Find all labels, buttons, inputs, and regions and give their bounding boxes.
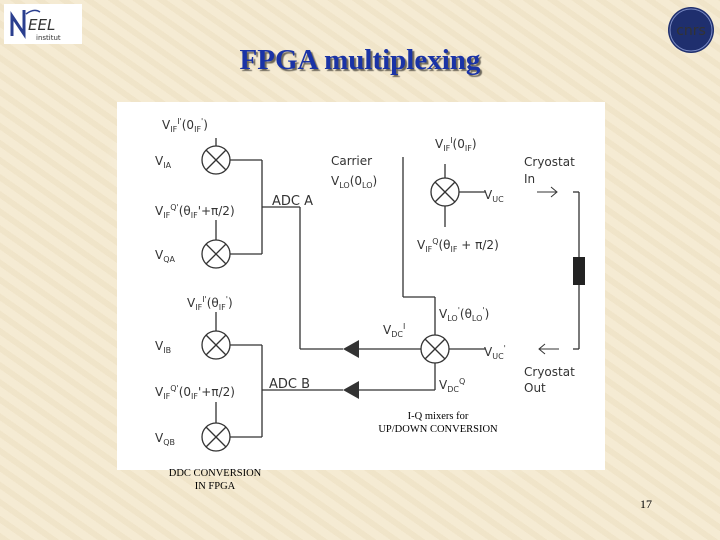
label-vif-i-mid: VIFI'(θIF') bbox=[187, 295, 233, 312]
label-vif-q-top: VIFQ'(θIF'+π/2) bbox=[155, 203, 235, 220]
adc-b-label: ADC B bbox=[269, 377, 310, 392]
cryostat-out-line2: Out bbox=[524, 381, 546, 395]
neel-institut-logo: EEL institut bbox=[4, 4, 82, 44]
label-vib: VIB bbox=[155, 339, 171, 355]
cryostat-out-line1: Cryostat bbox=[524, 365, 575, 379]
page-number: 17 bbox=[640, 497, 652, 511]
svg-text:institut: institut bbox=[36, 34, 61, 42]
ddc-caption-line1: DDC CONVERSION bbox=[168, 468, 262, 479]
label-vuc-prime: VUC' bbox=[484, 344, 506, 361]
cryostat-in-line1: Cryostat bbox=[524, 155, 575, 169]
label-vqa: VQA bbox=[155, 248, 176, 264]
label-vdc-q: VDCQ bbox=[439, 377, 465, 394]
mixer-dc bbox=[420, 334, 450, 364]
ddc-caption-line2: IN FPGA bbox=[194, 481, 236, 492]
label-vqb: VQB bbox=[155, 431, 175, 447]
cryostat-resistor bbox=[573, 257, 585, 285]
mixer-qa bbox=[201, 239, 231, 269]
cryostat-in-line2: In bbox=[524, 172, 535, 186]
mixer-uc bbox=[430, 177, 460, 207]
arrow-to-adc-b bbox=[343, 381, 359, 399]
ddc-caption: DDC CONVERSION IN FPGA bbox=[150, 467, 280, 493]
page-title: FPGA multiplexing bbox=[239, 44, 481, 76]
iq-mixer-diagram: ADC A ADC B Carrier Cryostat In Cryostat… bbox=[117, 102, 605, 470]
label-vif-i-right: VIFI(0IF) bbox=[435, 136, 477, 153]
arrow-to-adc-a bbox=[343, 340, 359, 358]
label-vuc: VUC bbox=[484, 188, 504, 204]
label-vlo-prime: VLO'(θLO') bbox=[439, 306, 489, 323]
svg-text:cnrs: cnrs bbox=[676, 23, 706, 39]
svg-text:EEL: EEL bbox=[28, 16, 55, 34]
label-vif-q-right: VIFQ(θIF + π/2) bbox=[417, 237, 499, 254]
adc-a-label: ADC A bbox=[272, 194, 313, 209]
label-vdc-i: VDCI bbox=[383, 322, 405, 339]
label-via: VIA bbox=[155, 154, 172, 170]
label-vif-q-mid: VIFQ'(0IF'+π/2) bbox=[155, 384, 235, 401]
mixer-qb bbox=[201, 422, 231, 452]
diagram-svg: ADC A ADC B Carrier Cryostat In Cryostat… bbox=[155, 117, 585, 452]
label-vlo: VLO(0LO) bbox=[331, 174, 377, 190]
iq-caption-line1: I-Q mixers for bbox=[407, 411, 469, 422]
mixer-ib bbox=[201, 330, 231, 360]
label-vif-i-top: VIFI'(0IF') bbox=[162, 117, 208, 134]
iq-mixers-caption: I-Q mixers for UP/DOWN CONVERSION bbox=[358, 410, 518, 436]
iq-caption-line2: UP/DOWN CONVERSION bbox=[378, 424, 498, 435]
mixer-ia bbox=[201, 145, 231, 175]
carrier-label: Carrier bbox=[331, 154, 372, 168]
cnrs-logo: cnrs bbox=[666, 4, 716, 56]
